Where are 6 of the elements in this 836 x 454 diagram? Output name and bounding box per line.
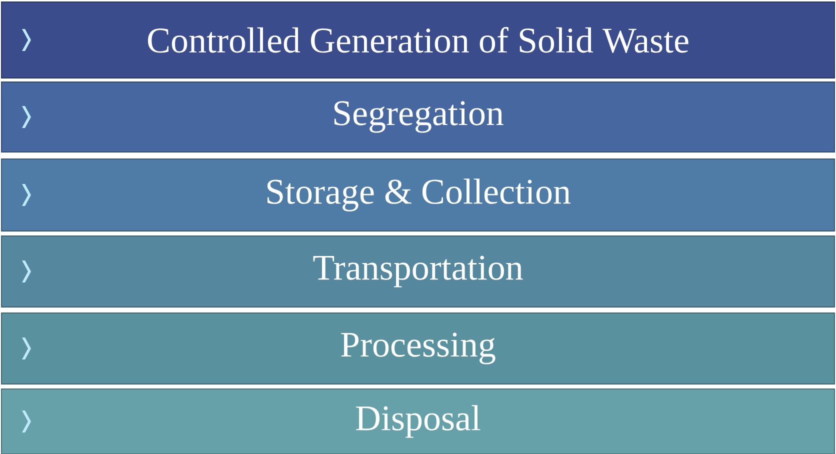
- process-bar: Controlled Generation of Solid Waste: [1, 2, 835, 78]
- process-bar: Processing: [1, 312, 835, 384]
- process-bar: Storage & Collection: [1, 158, 835, 232]
- process-bar: Segregation: [1, 82, 835, 152]
- process-bar: Transportation: [1, 236, 835, 308]
- process-bar: Disposal: [1, 388, 835, 454]
